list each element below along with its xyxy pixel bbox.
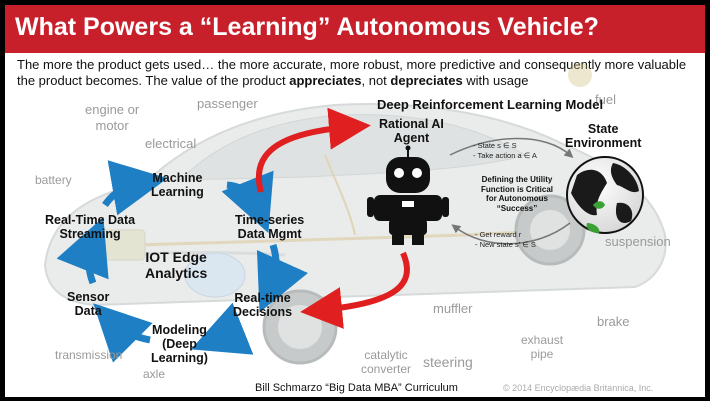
- subtitle-text-1: The more the product gets used… the more…: [17, 57, 687, 88]
- arrow-decisions-to-modeling: [191, 302, 254, 355]
- rl-action-line: - Take action a ∈ A: [473, 151, 537, 160]
- arrow-modeling-to-sensor: [93, 303, 153, 363]
- cycle-label-time-series: Time-series Data Mgmt: [235, 213, 305, 241]
- cycle-label-machine-learning: Machine Learning: [151, 171, 204, 199]
- globe-environment-icon: [566, 156, 644, 234]
- arrow-sensor-to-streaming: [56, 216, 109, 285]
- title-bar: What Powers a “Learning” Autonomous Vehi…: [5, 5, 705, 53]
- part-label-muffler: muffler: [433, 301, 473, 316]
- part-label-brake: brake: [597, 314, 630, 329]
- part-label-exhaust: exhaust pipe: [521, 333, 564, 361]
- cycle-label-real-time-streaming: Real-Time Data Streaming: [45, 213, 136, 241]
- subtitle-text-2: , not: [361, 73, 391, 88]
- rl-state-line: - State s ∈ S: [473, 141, 517, 150]
- arrow-ml-to-timeseries: [221, 170, 274, 233]
- arrow-cycle-to-agent: [255, 107, 371, 193]
- arrow-agent-to-decisions: [300, 251, 410, 329]
- diagram-artwork: [43, 63, 667, 365]
- slide: What Powers a “Learning” Autonomous Vehi…: [5, 5, 705, 397]
- footer-credit: Bill Schmarzo “Big Data MBA” Curriculum: [255, 382, 458, 394]
- cycle-label-modeling: Modeling (Deep Learning): [151, 323, 208, 365]
- part-label-steering: steering: [423, 354, 473, 370]
- cycle-arrows: [56, 160, 309, 363]
- part-label-battery: battery: [35, 173, 72, 187]
- arrow-timeseries-to-decisions: [256, 243, 309, 313]
- cycle-center-label: IOT Edge Analytics: [145, 249, 208, 281]
- rl-loop-arrows: [449, 137, 574, 245]
- rl-environment-label: State Environment: [565, 122, 642, 150]
- arrow-streaming-to-ml: [102, 160, 168, 216]
- part-label-axle: axle: [143, 367, 166, 381]
- rl-model-heading: Deep Reinforcement Learning Model: [377, 97, 604, 112]
- subtitle-text-3: with usage: [462, 73, 529, 88]
- robot-agent-icon: [367, 145, 449, 245]
- part-label-transmission: transmission: [55, 348, 123, 362]
- rl-connector-arrows: [255, 107, 410, 329]
- slide-subtitle: The more the product gets used… the more…: [17, 57, 701, 89]
- cycle-label-sensor-data: Sensor Data: [67, 290, 110, 318]
- rl-utility-note: Defining the Utility Function is Critica…: [480, 175, 553, 213]
- part-label-fuel: fuel: [595, 92, 616, 107]
- part-label-engine: engine or motor: [85, 102, 140, 133]
- rl-agent-label: Rational AI Agent: [379, 117, 444, 145]
- copyright-notice: © 2014 Encyclopædia Britannica, Inc.: [503, 383, 654, 393]
- part-label-catalytic: catalytic converter: [361, 348, 412, 376]
- rl-new-state-line: - New state s' ∈ S: [475, 240, 536, 249]
- part-label-suspension: suspension: [605, 234, 671, 249]
- cycle-label-real-time-decisions: Real-time Decisions: [233, 291, 293, 319]
- part-label-passenger: passenger: [197, 96, 258, 111]
- part-label-electrical: electrical: [145, 136, 197, 151]
- rl-reward-line: - Get reward r: [475, 230, 522, 239]
- subtitle-bold-depreciates: depreciates: [390, 73, 463, 88]
- slide-title: What Powers a “Learning” Autonomous Vehi…: [15, 13, 599, 41]
- subtitle-bold-appreciates: appreciates: [289, 73, 362, 88]
